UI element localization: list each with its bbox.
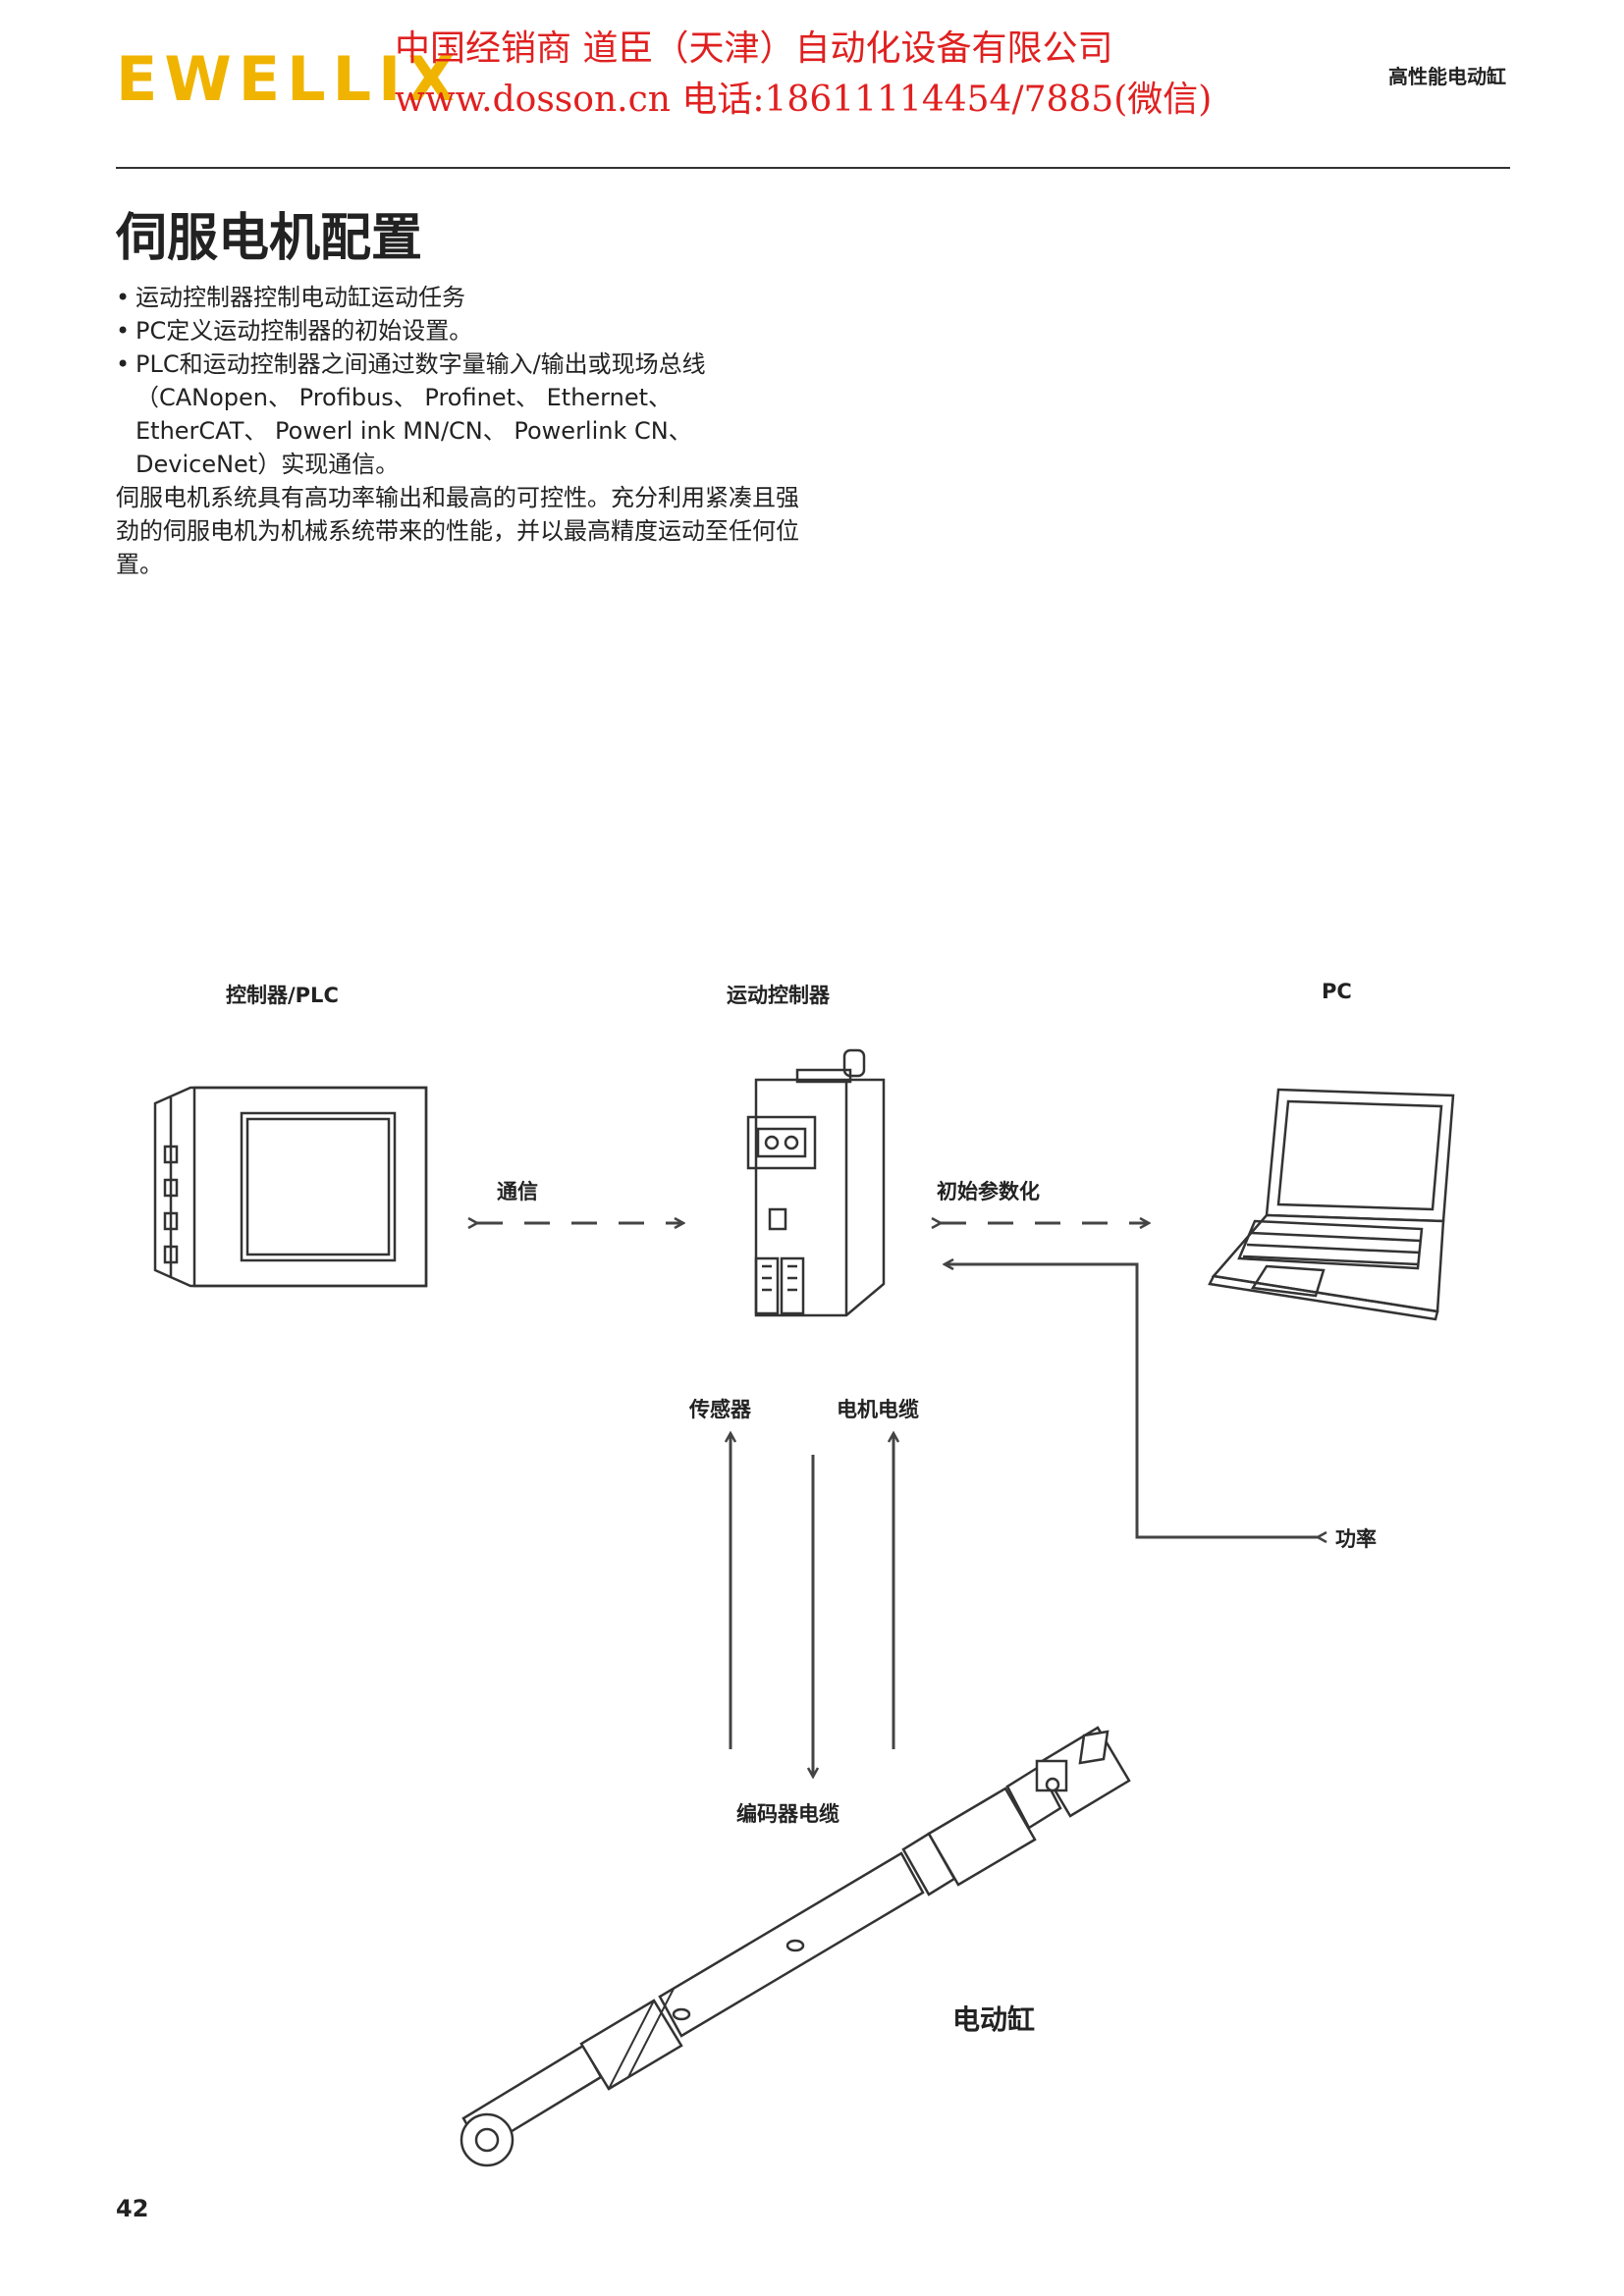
- motion-controller-icon: [746, 1048, 886, 1317]
- header-divider: [116, 167, 1510, 169]
- power-line-arrow: [945, 1264, 1318, 1537]
- bullet-list: 运动控制器控制电动缸运动任务 PC定义运动控制器的初始设置。 PLC和运动控制器…: [116, 281, 803, 481]
- section-tag: 高性能电动缸: [1388, 65, 1506, 88]
- page-number: 42: [116, 2195, 149, 2222]
- brand-logo: EWELLIX: [116, 43, 461, 115]
- label-sensor: 传感器: [689, 1398, 751, 1421]
- intro-paragraph: 伺服电机系统具有高功率输出和最高的可控性。充分利用紧凑且强劲的伺服电机为机械系统…: [116, 484, 799, 578]
- label-actuator: 电动缸: [952, 2003, 1036, 2036]
- bullet-item: 运动控制器控制电动缸运动任务: [116, 281, 803, 314]
- label-pc: PC: [1322, 980, 1352, 1003]
- label-motion-controller: 运动控制器: [727, 984, 830, 1007]
- label-power: 功率: [1335, 1527, 1377, 1551]
- plc-panel-icon: [153, 1086, 428, 1288]
- bullet-item: PLC和运动控制器之间通过数字量输入/输出或现场总线（CANopen、 Prof…: [116, 347, 803, 481]
- bullet-item: PC定义运动控制器的初始设置。: [116, 314, 803, 347]
- intro-text: 运动控制器控制电动缸运动任务 PC定义运动控制器的初始设置。 PLC和运动控制器…: [116, 281, 803, 581]
- label-plc: 控制器/PLC: [226, 984, 339, 1007]
- laptop-icon: [1208, 1088, 1455, 1321]
- page-title: 伺服电机配置: [116, 209, 423, 268]
- label-init-params: 初始参数化: [937, 1180, 1040, 1203]
- dealer-line-contact: www.dosson.cn 电话:18611114454/7885(微信): [395, 80, 1213, 120]
- label-communication: 通信: [497, 1180, 538, 1203]
- dealer-line-company: 中国经销商 道臣（天津）自动化设备有限公司: [395, 28, 1113, 69]
- label-motor-cable: 电机电缆: [837, 1398, 919, 1421]
- label-encoder-cable: 编码器电缆: [736, 1802, 839, 1826]
- electric-actuator-icon: [460, 1726, 1131, 2167]
